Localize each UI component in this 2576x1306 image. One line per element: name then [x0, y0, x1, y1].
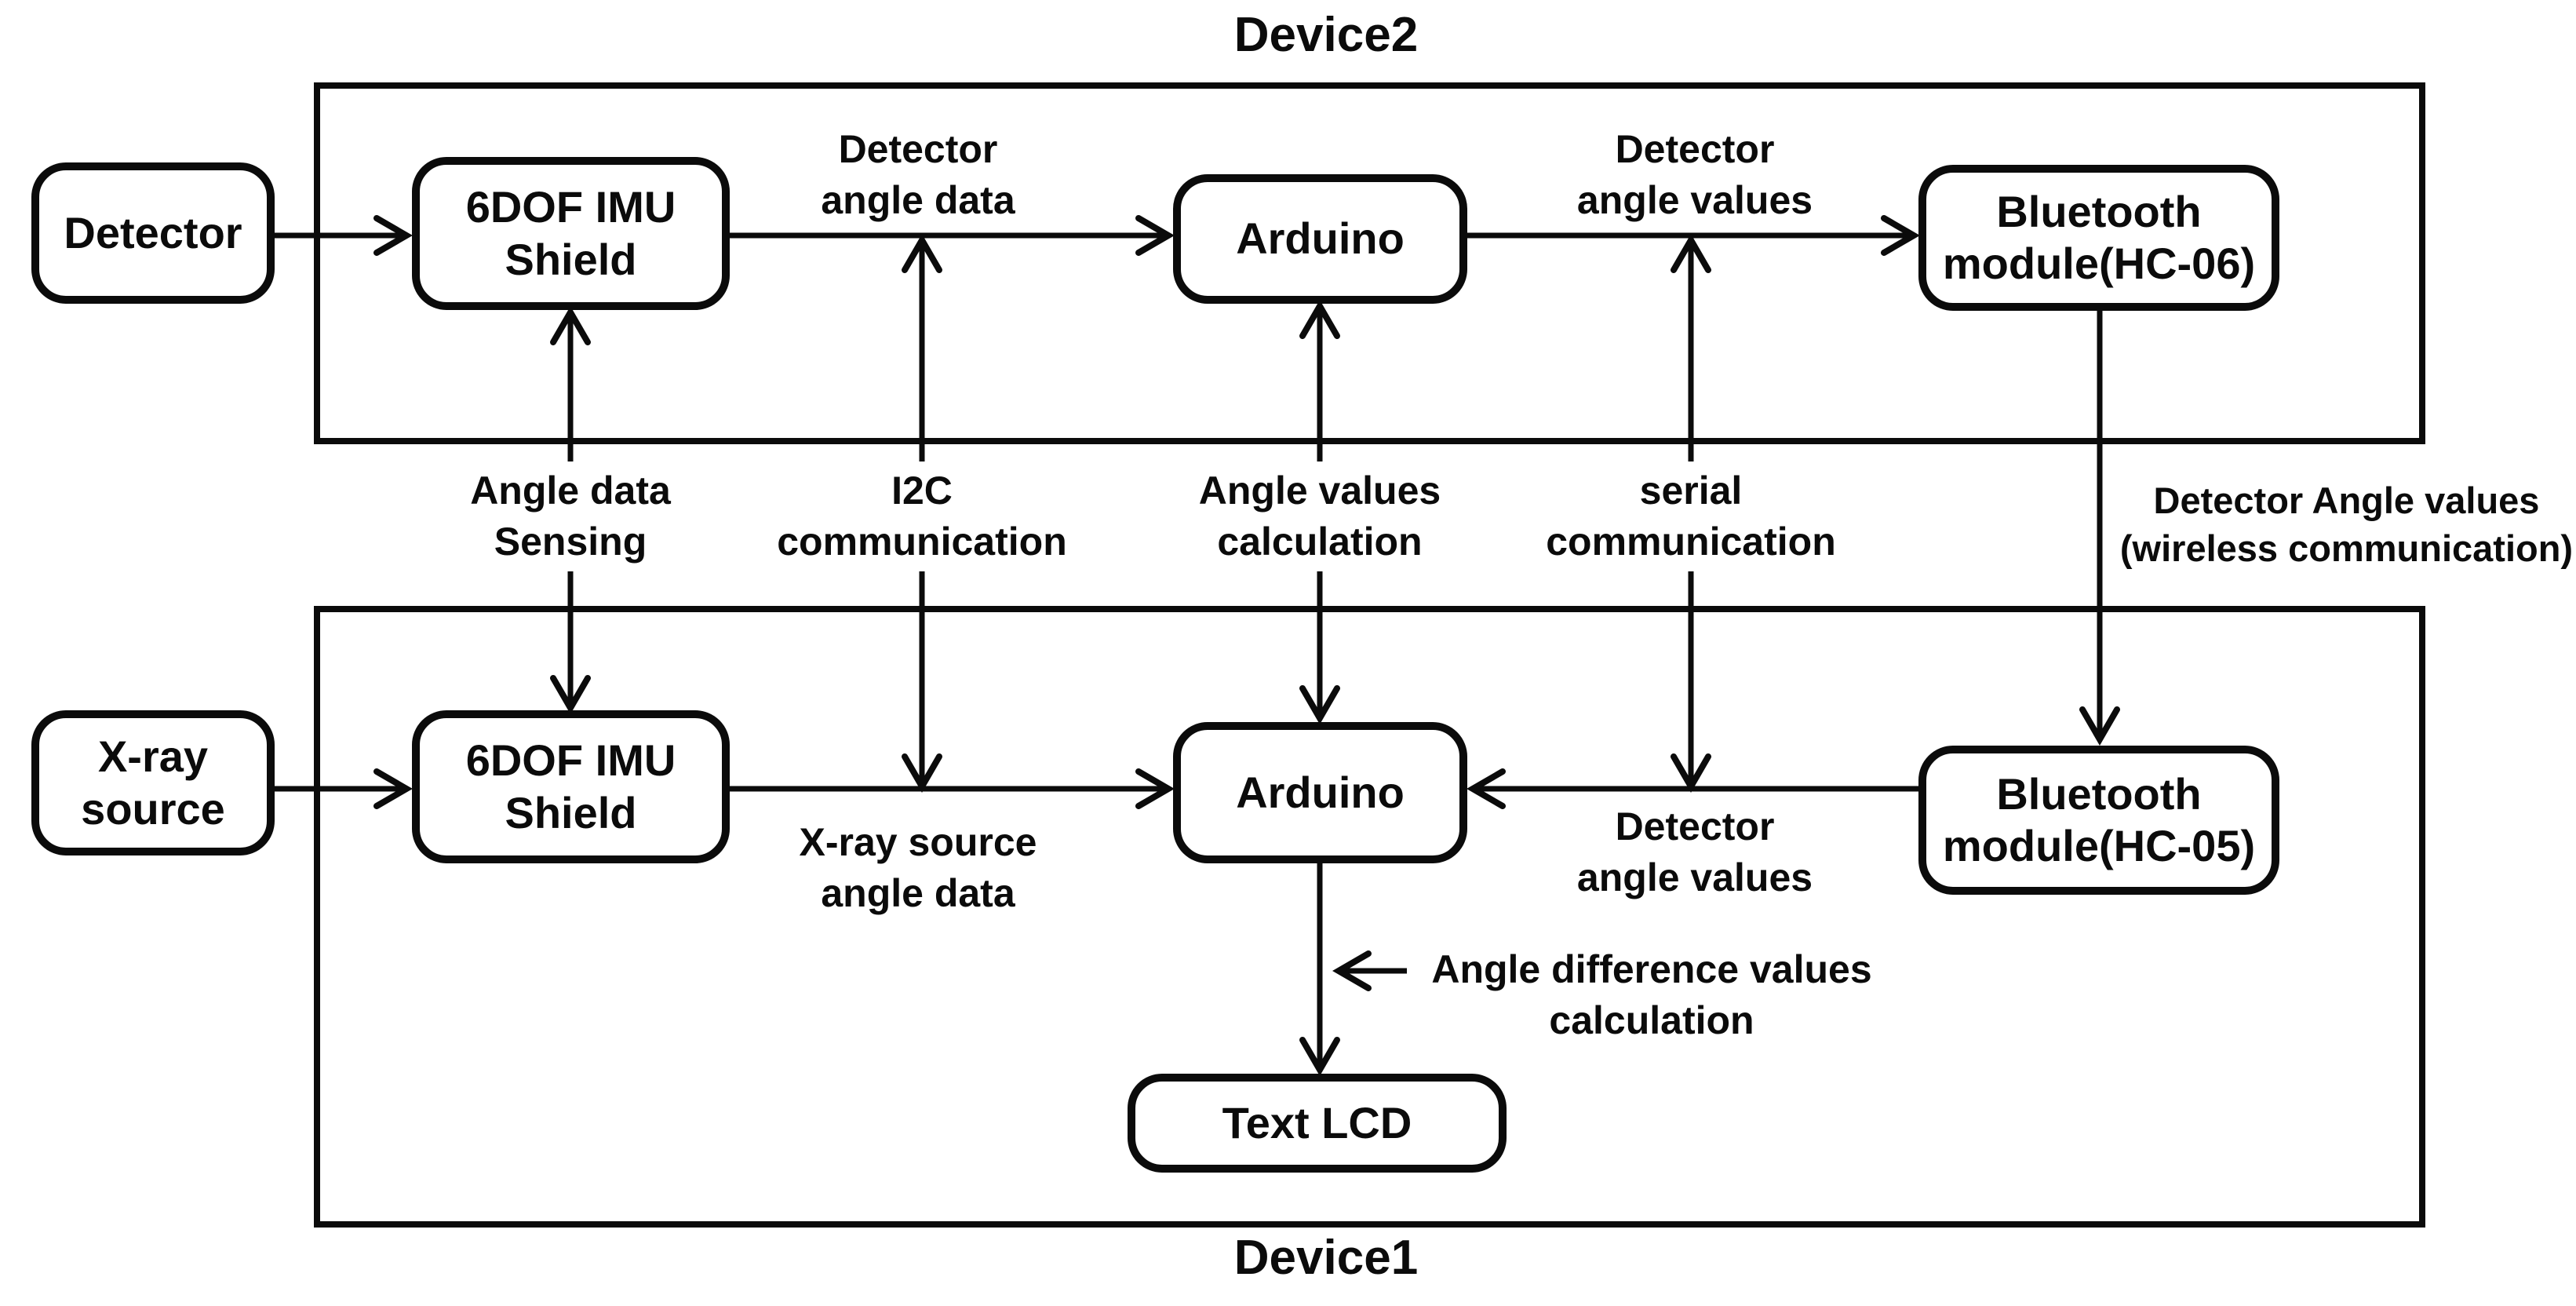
- text-lcd-box: Text LCD: [1128, 1074, 1507, 1173]
- device1-frame: [314, 606, 2425, 1228]
- device2-frame: [314, 82, 2425, 444]
- label-angle-data-sensing: Angle data Sensing: [414, 461, 727, 571]
- arduino-top-box: Arduino: [1173, 174, 1467, 304]
- device1-title: Device1: [1233, 1230, 1419, 1285]
- bluetooth-hc05-box: Bluetooth module(HC-05): [1918, 746, 2279, 895]
- label-angle-difference-calculation: Angle difference values calculation: [1431, 947, 1872, 1042]
- device2-title: Device2: [1233, 7, 1419, 62]
- label-wireless-communication: Detector Angle values (wireless communic…: [2119, 479, 2574, 569]
- label-xray-source-angle-data: X-ray source angle data: [799, 819, 1037, 915]
- bluetooth-hc06-box: Bluetooth module(HC-06): [1918, 165, 2279, 311]
- label-detector-angle-values-bottom: Detector angle values: [1576, 804, 1813, 899]
- label-i2c-communication: I2C communication: [741, 461, 1102, 571]
- label-detector-angle-data: Detector angle data: [821, 126, 1015, 222]
- detector-box: Detector: [31, 162, 275, 304]
- xray-source-box: X-ray source: [31, 710, 275, 855]
- label-serial-communication: serial communication: [1514, 461, 1867, 571]
- label-detector-angle-values-top: Detector angle values: [1576, 126, 1813, 222]
- label-angle-values-calculation: Angle values calculation: [1143, 461, 1496, 571]
- arduino-bottom-box: Arduino: [1173, 722, 1467, 863]
- imu-shield-top-box: 6DOF IMU Shield: [412, 157, 730, 310]
- imu-shield-bottom-box: 6DOF IMU Shield: [412, 710, 730, 863]
